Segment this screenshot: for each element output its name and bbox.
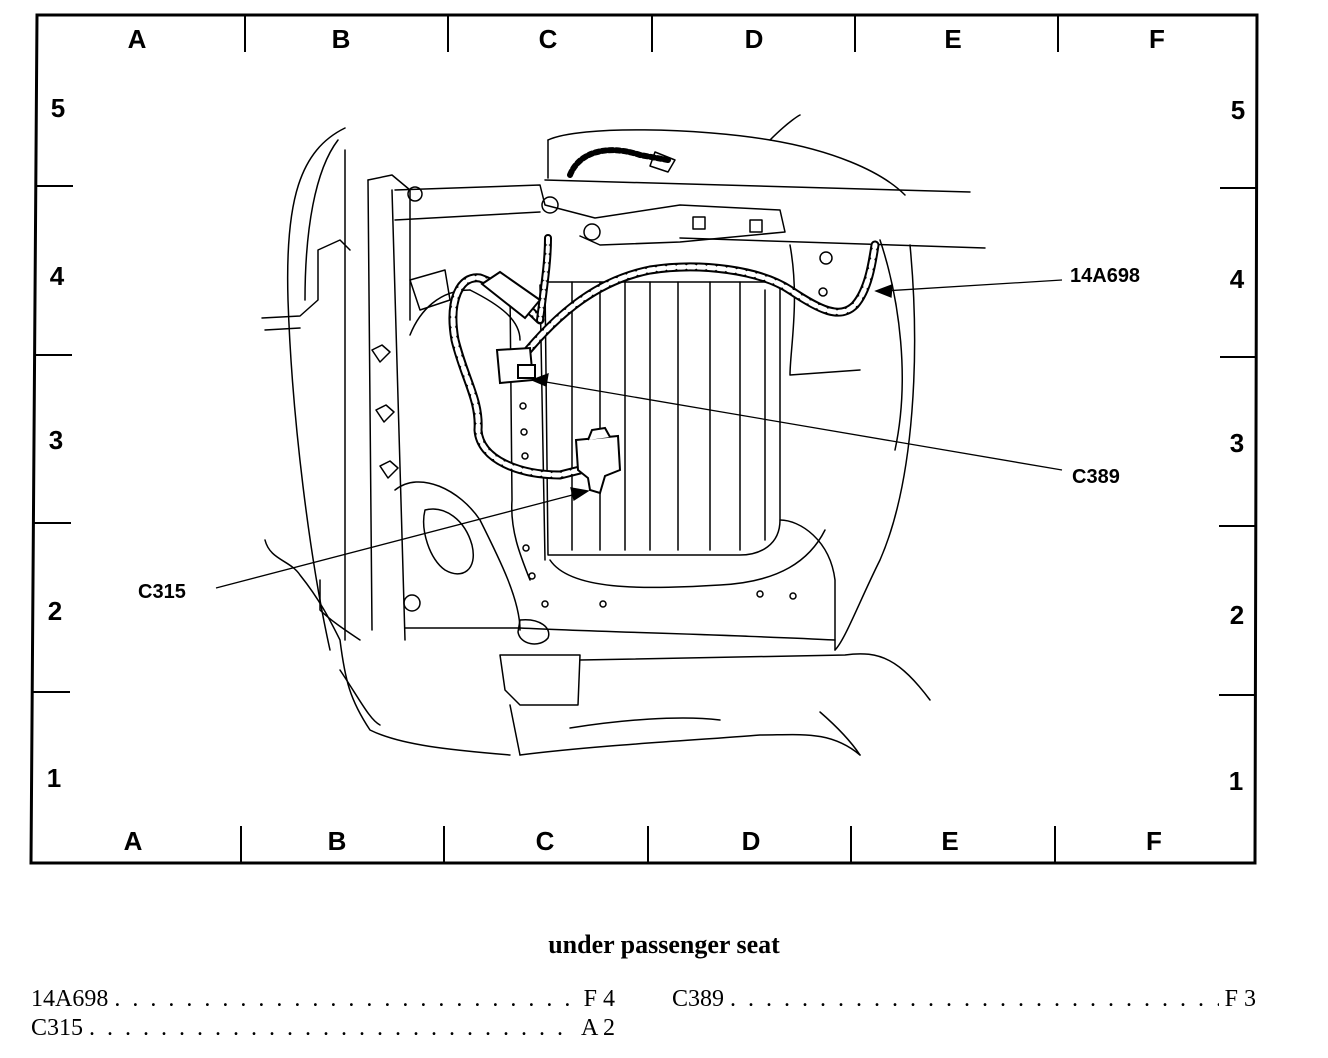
legend-row: 14A698 F 4	[31, 986, 615, 1013]
row-label-right: 2	[1230, 600, 1244, 630]
col-label-bottom: F	[1146, 826, 1162, 856]
left-row-labels: 5 4 3 2 1	[47, 93, 65, 793]
col-label-top: A	[128, 24, 147, 54]
row-label-left: 2	[48, 596, 62, 626]
legend-label: C389	[672, 986, 725, 1012]
connector-bracket-shape	[480, 270, 542, 320]
diagram-caption: under passenger seat	[548, 930, 780, 959]
row-label-left: 3	[49, 425, 63, 455]
top-column-labels: A B C D E F	[128, 24, 1165, 54]
legend-row: C315 A 2	[31, 1015, 615, 1042]
row-label-left: 5	[51, 93, 65, 123]
legend-row: C389 F 3	[672, 986, 1256, 1013]
col-label-top: E	[944, 24, 961, 54]
left-row-ticks	[33, 185, 73, 693]
col-label-top: B	[332, 24, 351, 54]
right-row-labels: 5 4 3 2 1	[1229, 95, 1245, 796]
top-column-dividers	[244, 15, 1059, 52]
connector-c389-shape	[495, 346, 536, 385]
bottom-column-labels: A B C D E F	[124, 826, 1162, 856]
leader-dots	[114, 986, 577, 1013]
row-label-left: 1	[47, 763, 61, 793]
legend-ref: F 4	[583, 986, 615, 1012]
row-label-left: 4	[50, 261, 65, 291]
right-row-ticks	[1219, 187, 1257, 696]
legend-label: 14A698	[31, 986, 109, 1012]
col-label-bottom: A	[124, 826, 143, 856]
callout-label-c315: C315	[138, 581, 186, 603]
callout-label-c389: C389	[1072, 466, 1120, 488]
bottom-column-dividers	[240, 826, 1056, 863]
row-label-right: 1	[1229, 766, 1243, 796]
col-label-top: C	[539, 24, 558, 54]
col-label-bottom: C	[536, 826, 555, 856]
col-label-top: D	[745, 24, 764, 54]
col-label-bottom: D	[742, 826, 761, 856]
col-label-top: F	[1149, 24, 1165, 54]
component-location-diagram: A B C D E F A B C D E F 5 4 3 2 1 5 4 3 …	[29, 13, 1259, 865]
leader-dots	[89, 1015, 575, 1042]
leader-lines	[215, 279, 1063, 589]
row-label-right: 4	[1230, 264, 1245, 294]
legend-ref: A 2	[580, 1015, 615, 1041]
row-label-right: 5	[1231, 95, 1245, 125]
leader-dots	[730, 986, 1219, 1013]
col-label-bottom: E	[941, 826, 958, 856]
row-label-right: 3	[1230, 428, 1244, 458]
legend-label: C315	[31, 1015, 84, 1041]
grid-frame	[29, 13, 1259, 865]
connector-c315-shape	[574, 426, 622, 495]
legend-ref: F 3	[1224, 986, 1256, 1012]
seat-structure-drawing	[261, 114, 986, 756]
col-label-bottom: B	[328, 826, 347, 856]
callout-label-14a698: 14A698	[1070, 265, 1140, 287]
